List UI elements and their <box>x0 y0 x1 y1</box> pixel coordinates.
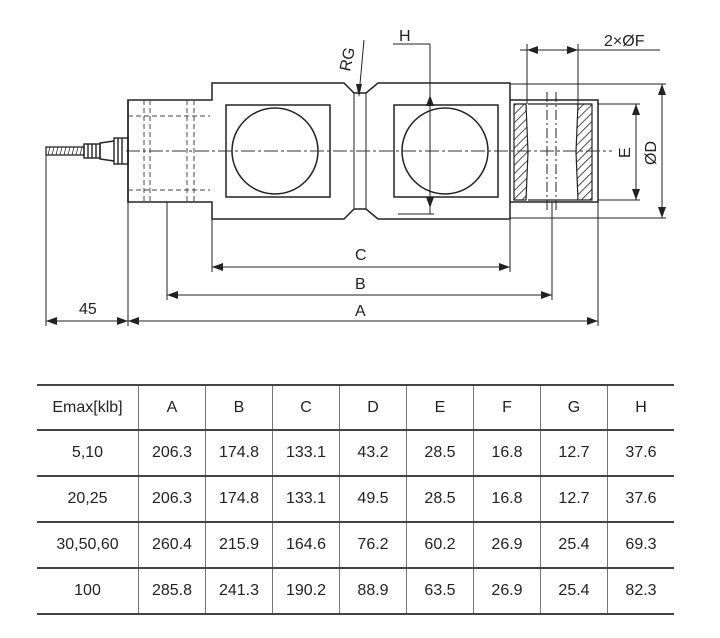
cell-f: 16.8 <box>473 476 541 523</box>
cell-a: 206.3 <box>138 476 206 523</box>
cell-d: 76.2 <box>339 522 407 569</box>
header-a: A <box>138 384 206 431</box>
load-cell-drawing: RG H 2×ØF E ØD <box>45 28 666 326</box>
header-e: E <box>406 384 474 431</box>
cell-h: 37.6 <box>607 430 674 477</box>
cell-c: 164.6 <box>272 522 340 569</box>
b-label: B <box>355 276 366 293</box>
hole-hatch-right <box>575 103 593 201</box>
cell-f: 26.9 <box>473 522 541 569</box>
cell-c: 190.2 <box>272 568 340 615</box>
cell-h: 82.3 <box>607 568 674 615</box>
e-label: E <box>617 147 634 158</box>
d-label: ØD <box>643 141 660 165</box>
cell-emax: 30,50,60 <box>37 522 139 569</box>
dimension-table: Emax[klb] A B C D E F G H 5,10 206.3 174… <box>37 384 674 615</box>
table-header-row: Emax[klb] A B C D E F G H <box>37 384 674 431</box>
header-h: H <box>607 384 674 431</box>
cell-f: 26.9 <box>473 568 541 615</box>
cell-b: 174.8 <box>205 476 273 523</box>
cell-g: 12.7 <box>540 476 608 523</box>
cell-a: 260.4 <box>138 522 206 569</box>
cell-d: 88.9 <box>339 568 407 615</box>
header-d: D <box>339 384 407 431</box>
cell-e: 60.2 <box>406 522 474 569</box>
table-row: 5,10 206.3 174.8 133.1 43.2 28.5 16.8 12… <box>37 430 674 477</box>
c-label: C <box>355 247 367 264</box>
header-f: F <box>473 384 541 431</box>
header-b: B <box>205 384 273 431</box>
header-c: C <box>272 384 340 431</box>
cable-length-label: 45 <box>79 301 97 318</box>
cell-d: 43.2 <box>339 430 407 477</box>
table-row: 30,50,60 260.4 215.9 164.6 76.2 60.2 26.… <box>37 522 674 569</box>
cell-emax: 5,10 <box>37 430 139 477</box>
holes-label: 2×ØF <box>604 33 645 50</box>
header-emax: Emax[klb] <box>37 384 139 431</box>
hole-hatch-left <box>513 103 529 201</box>
cell-f: 16.8 <box>473 430 541 477</box>
cell-emax: 20,25 <box>37 476 139 523</box>
cell-b: 174.8 <box>205 430 273 477</box>
cell-e: 63.5 <box>406 568 474 615</box>
cell-d: 49.5 <box>339 476 407 523</box>
cell-c: 133.1 <box>272 430 340 477</box>
cell-g: 25.4 <box>540 568 608 615</box>
cell-e: 28.5 <box>406 476 474 523</box>
cell-c: 133.1 <box>272 476 340 523</box>
table-row: 100 285.8 241.3 190.2 88.9 63.5 26.9 25.… <box>37 568 674 615</box>
h-dimension <box>393 43 434 215</box>
cell-b: 215.9 <box>205 522 273 569</box>
cable <box>45 146 85 156</box>
cell-a: 285.8 <box>138 568 206 615</box>
cell-h: 69.3 <box>607 522 674 569</box>
cell-emax: 100 <box>37 568 139 615</box>
cell-g: 25.4 <box>540 522 608 569</box>
rg-label: RG <box>337 46 359 73</box>
cell-b: 241.3 <box>205 568 273 615</box>
h-label: H <box>399 28 411 45</box>
a-label: A <box>355 303 366 320</box>
cable-gland <box>83 137 129 165</box>
header-g: G <box>540 384 608 431</box>
cell-a: 206.3 <box>138 430 206 477</box>
cell-e: 28.5 <box>406 430 474 477</box>
cell-h: 37.6 <box>607 476 674 523</box>
table-row: 20,25 206.3 174.8 133.1 49.5 28.5 16.8 1… <box>37 476 674 523</box>
cell-g: 12.7 <box>540 430 608 477</box>
